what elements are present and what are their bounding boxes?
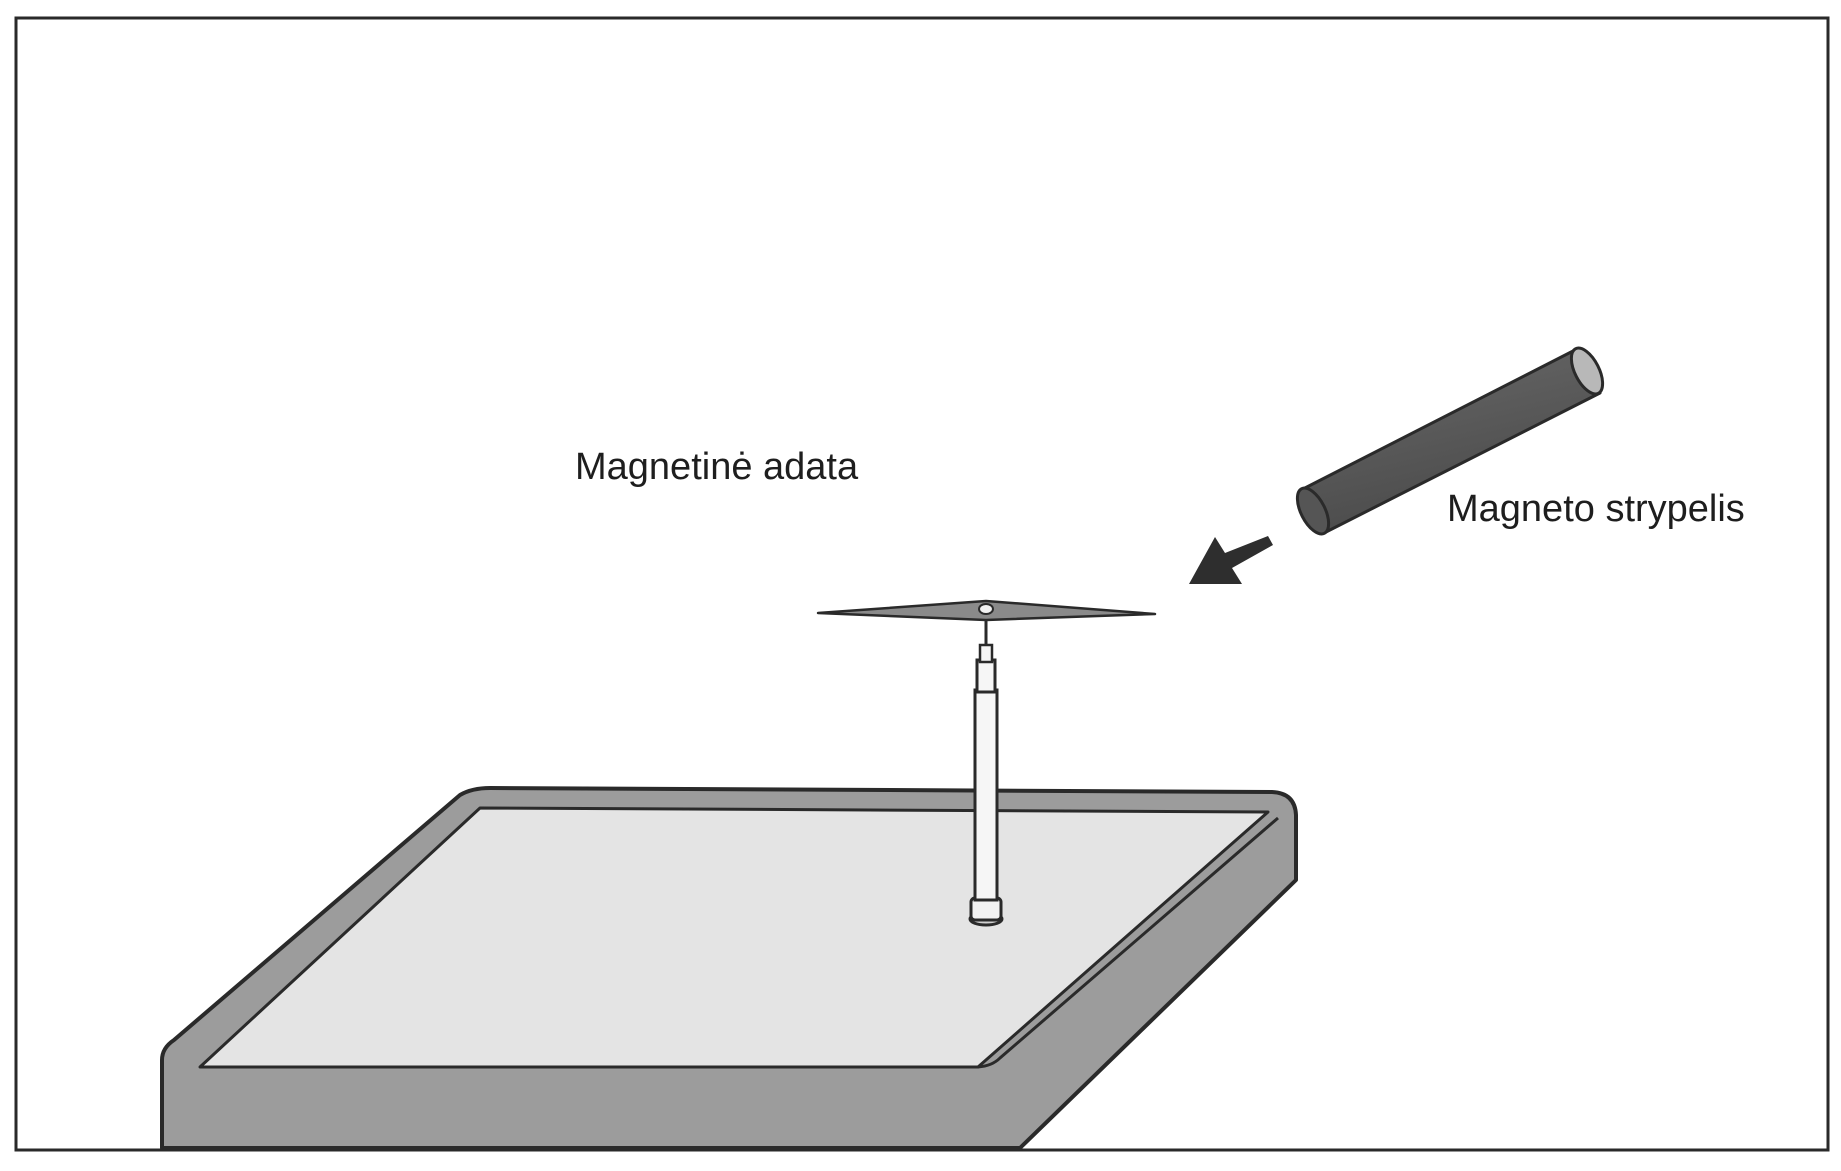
needle-stand — [968, 612, 1004, 927]
stand-collar — [975, 658, 997, 694]
magnet-bar-end-front — [1569, 346, 1605, 396]
magnet-bar — [1295, 346, 1605, 536]
stand-pin — [978, 643, 994, 664]
needle-pivot-cap — [978, 603, 994, 615]
arrow-down-left-icon — [1189, 536, 1273, 584]
magnet-label: Magneto strypelis — [1447, 488, 1745, 530]
arrow-shape — [1189, 536, 1273, 584]
needle-label: Magnetinė adata — [575, 446, 859, 488]
table-front-edge — [200, 816, 1279, 1069]
stand-rod — [973, 688, 999, 902]
magnet-bar-end-back — [1295, 486, 1331, 536]
magnetic-needle — [816, 599, 1157, 622]
table — [160, 786, 1298, 1150]
